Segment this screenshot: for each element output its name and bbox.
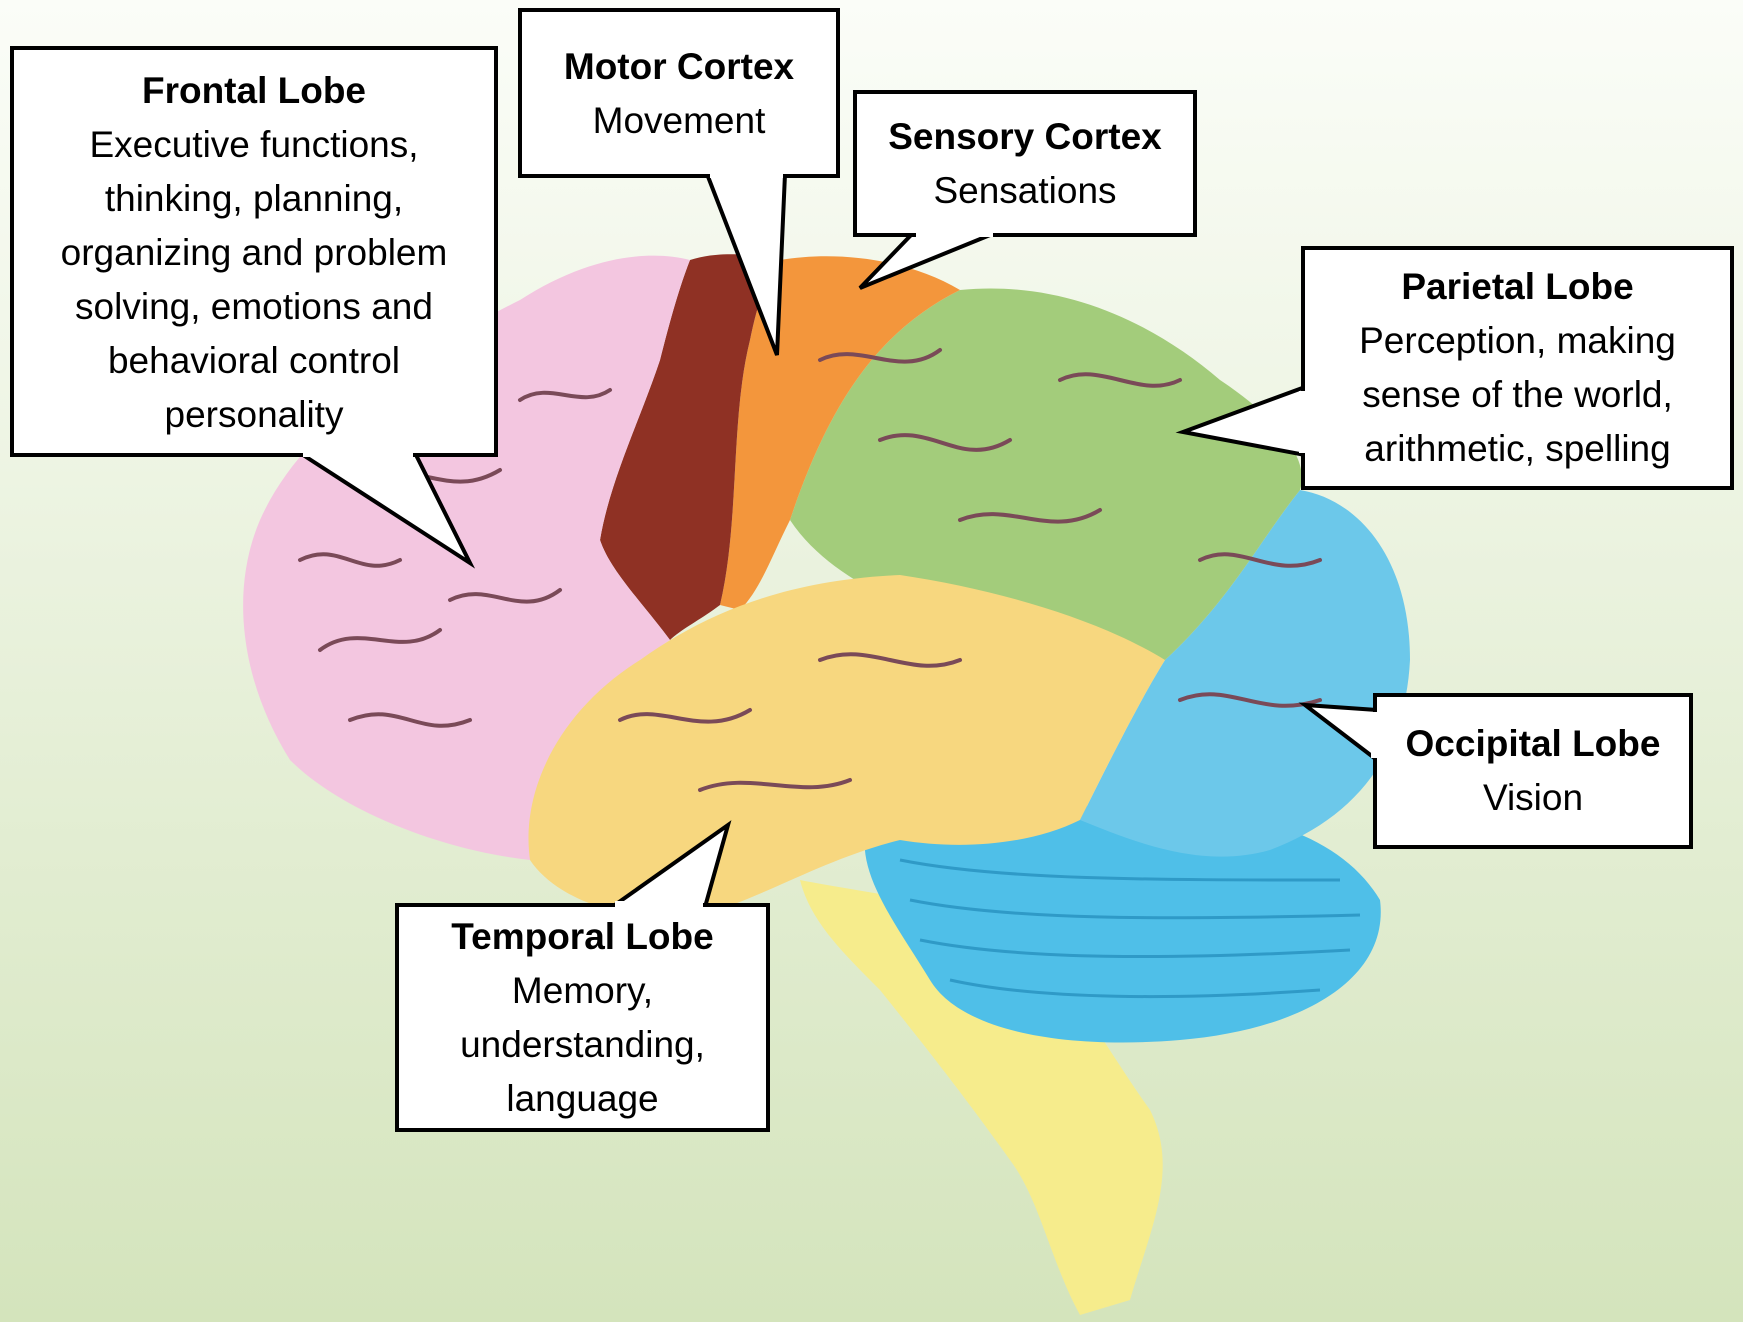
temporal-lobe-line-1: Memory,	[512, 964, 653, 1018]
frontal-lobe-callout: Frontal Lobe Executive functions, thinki…	[14, 52, 494, 453]
frontal-lobe-line-2: thinking, planning,	[105, 172, 403, 226]
sensory-cortex-line-1: Sensations	[933, 164, 1116, 218]
motor-cortex-line-1: Movement	[593, 94, 766, 148]
frontal-lobe-line-6: personality	[165, 388, 344, 442]
frontal-lobe-line-4: solving, emotions and	[75, 280, 433, 334]
occipital-lobe-title: Occipital Lobe	[1406, 717, 1661, 771]
frontal-lobe-line-5: behavioral control	[108, 334, 400, 388]
motor-cortex-title: Motor Cortex	[564, 40, 794, 94]
motor-cortex-callout: Motor Cortex Movement	[522, 14, 836, 174]
parietal-lobe-line-2: sense of the world,	[1362, 368, 1673, 422]
temporal-lobe-title: Temporal Lobe	[451, 910, 713, 964]
frontal-lobe-line-3: organizing and problem	[61, 226, 448, 280]
frontal-lobe-line-1: Executive functions,	[89, 118, 418, 172]
temporal-lobe-callout: Temporal Lobe Memory, understanding, lan…	[399, 907, 766, 1128]
parietal-lobe-line-1: Perception, making	[1359, 314, 1676, 368]
occipital-lobe-line-1: Vision	[1483, 771, 1583, 825]
sensory-cortex-title: Sensory Cortex	[888, 110, 1162, 164]
temporal-lobe-line-2: understanding,	[460, 1018, 705, 1072]
temporal-lobe-line-3: language	[506, 1072, 658, 1126]
parietal-lobe-callout: Parietal Lobe Perception, making sense o…	[1305, 250, 1730, 486]
sensory-cortex-callout: Sensory Cortex Sensations	[857, 94, 1193, 233]
occipital-lobe-callout: Occipital Lobe Vision	[1377, 697, 1689, 845]
frontal-lobe-title: Frontal Lobe	[142, 64, 366, 118]
parietal-lobe-title: Parietal Lobe	[1401, 260, 1633, 314]
parietal-lobe-line-3: arithmetic, spelling	[1364, 422, 1670, 476]
